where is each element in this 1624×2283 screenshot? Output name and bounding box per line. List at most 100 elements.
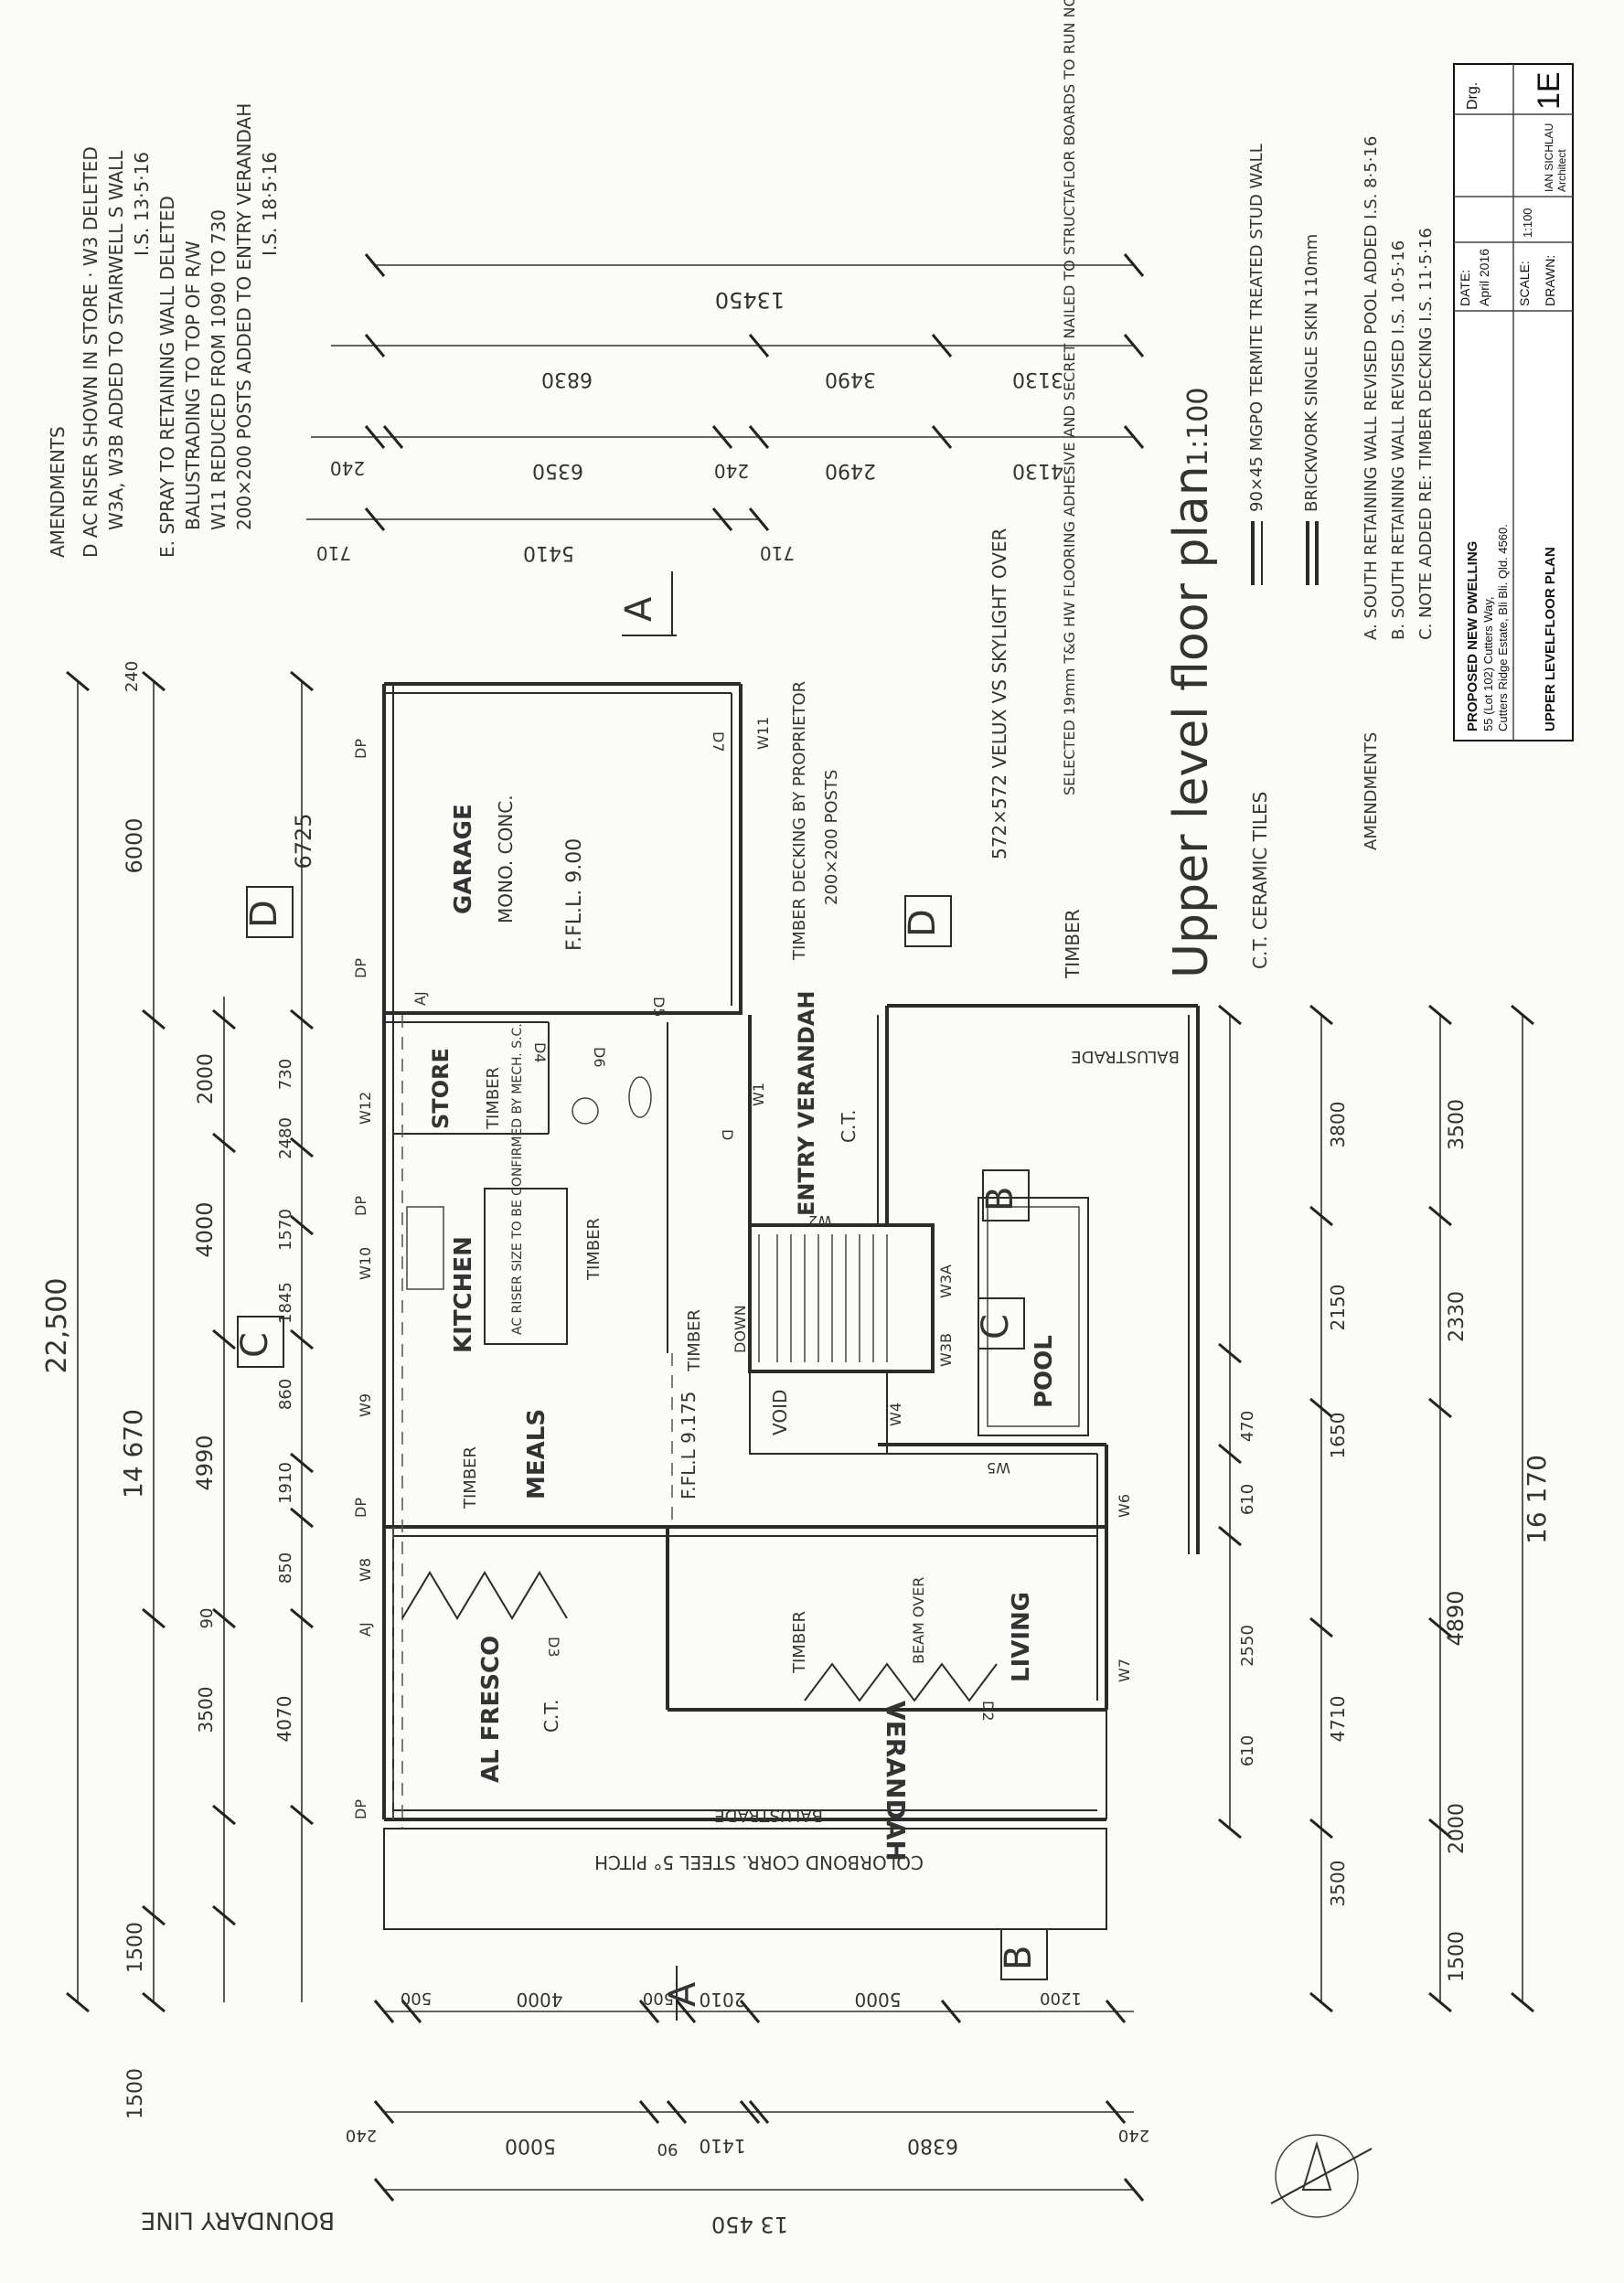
floor-label: C.T. (838, 1109, 860, 1143)
opening-label: D2 (979, 1701, 997, 1722)
dim-label: 5000 (855, 1989, 902, 2011)
amendment-line: I.S. 18·5·16 (259, 152, 281, 256)
garage-ffl-label: F.FL.L. 9.00 (563, 838, 586, 951)
dim-bottom-overall: 13 450 (711, 2212, 788, 2237)
dim-label: 240 (346, 2126, 377, 2145)
dims-bottom: 500 4000 500 2010 5000 1200 240 5000 90 … (346, 1989, 1149, 2237)
opening-label: W8 (357, 1558, 374, 1582)
dim-label: 2550 (1238, 1625, 1257, 1667)
dim-top-overall: 13450 (715, 287, 785, 313)
section-label: C (234, 1332, 276, 1358)
opening-labels: DP DP DP DP DP W12 W10 W9 W8 AJ AJ D7 D5… (352, 717, 1133, 1819)
section-label: A (662, 1981, 704, 2007)
dim-label: 14 670 (118, 1409, 148, 1499)
room-label-entry-verandah: ENTRY VERANDAH (794, 991, 819, 1216)
tb-drawn-label: DRAWN: (1543, 255, 1557, 306)
dim-label: 240 (330, 457, 365, 479)
section-label: B (998, 1946, 1040, 1970)
opening-label: W1 (750, 1083, 767, 1106)
dim-label: 5410 (523, 541, 574, 564)
amendments-top-heading: AMENDMENTS (47, 426, 69, 558)
flooring-note: SELECTED 19mm T&G HW FLOORING ADHESIVE A… (1061, 0, 1078, 795)
section-mark-a-top: A (618, 571, 677, 636)
opening-label: AJ (411, 991, 429, 1006)
tb-address2: Cutters Ridge Estate, Bli Bli. Qld. 4560… (1496, 524, 1510, 731)
opening-label: W6 (1116, 1494, 1133, 1518)
dim-label: 4000 (517, 1989, 563, 2011)
opening-label: DP (352, 1799, 369, 1819)
room-label-meals: MEALS (523, 1409, 550, 1499)
floor-label: C.T. (540, 1699, 562, 1733)
opening-label: W12 (357, 1092, 374, 1125)
dim-left-overall: 22,500 (41, 1278, 73, 1374)
tb-scale-label: SCALE: (1517, 261, 1532, 306)
amendments-bottom-heading: AMENDMENTS (1362, 732, 1381, 850)
void-label: VOID (769, 1390, 791, 1435)
amendments-bottom: AMENDMENTS A. SOUTH RETAINING WALL REVIS… (1362, 136, 1436, 850)
title-block: PROPOSED NEW DWELLING 55 (Lot 102) Cutte… (1453, 63, 1574, 741)
floor-label: TIMBER (461, 1446, 480, 1510)
dim-label: 3500 (1327, 1861, 1349, 1907)
dim-right-overall: 16 170 (1522, 1455, 1552, 1544)
skylight-note: 572×572 VELUX VS SKYLIGHT OVER (988, 528, 1010, 859)
dim-label: 1570 (276, 1209, 295, 1251)
amendment-line: B. SOUTH RETAINING WALL REVISED I.S. 10·… (1389, 240, 1408, 640)
tb-date-label: DATE: (1458, 270, 1472, 306)
dim-label: 1845 (276, 1282, 295, 1324)
dim-label: 2490 (825, 459, 876, 482)
dim-label: 1910 (276, 1462, 295, 1504)
amendment-line: W11 REDUCED FROM 1090 TO 730 (208, 209, 230, 530)
dim-label: 90 (198, 1608, 217, 1629)
opening-label: W3A (937, 1264, 955, 1298)
opening-label: D5 (650, 997, 668, 1018)
opening-label: DP (352, 739, 369, 759)
tb-drawn-value: IAN SICHLAU (1543, 123, 1555, 192)
balustrade-label: BALUSTRADE (714, 1806, 823, 1825)
dim-label: 6000 (122, 817, 147, 873)
room-label-store: STORE (428, 1048, 454, 1129)
opening-label: DP (352, 958, 369, 978)
section-label: D (243, 900, 285, 928)
dim-label: 240 (714, 460, 749, 482)
room-label-verandah: VERANDAH (881, 1701, 911, 1862)
opening-label: W4 (887, 1403, 904, 1426)
amendment-line: C. NOTE ADDED RE: TIMBER DECKING I.S. 11… (1416, 228, 1436, 640)
floor-label: TIMBER (484, 1067, 503, 1130)
dim-label: 500 (643, 1989, 674, 2008)
dim-label: 4890 (1443, 1590, 1469, 1646)
boundary-line-label: BOUNDARY LINE (141, 2206, 335, 2234)
section-label: C (975, 1314, 1017, 1339)
opening-label: W3B (937, 1333, 955, 1367)
dim-label: 4990 (192, 1435, 218, 1490)
opening-label: W10 (357, 1247, 374, 1280)
legend-stud: 90×45 MGPO TERMITE TREATED STUD WALL (1247, 144, 1266, 512)
opening-label: D4 (531, 1042, 549, 1063)
opening-label: D7 (710, 731, 727, 752)
dim-label: 6380 (907, 2134, 958, 2157)
floor-label: TIMBER (685, 1309, 704, 1372)
legend-ct: C.T. CERAMIC TILES (1249, 792, 1271, 969)
decking-note: TIMBER DECKING BY PROPRIETOR (790, 681, 809, 961)
opening-label: D3 (545, 1637, 562, 1658)
room-label-pool: POOL (1031, 1335, 1058, 1408)
opening-label: W11 (754, 717, 772, 750)
opening-label: W9 (357, 1393, 374, 1417)
dim-label: 710 (316, 542, 351, 564)
tb-drg-label: Drg. (1465, 82, 1480, 110)
plan-scale-text: 1:100 (1182, 388, 1214, 466)
room-label-alfresco: AL FRESCO (477, 1636, 505, 1783)
room-labels: GARAGE MONO. CONC. F.FL.L. 9.00 STORE TI… (428, 0, 1180, 1873)
tb-scale-value: 1:100 (1521, 208, 1534, 238)
legend: 90×45 MGPO TERMITE TREATED STUD WALL BRI… (1247, 144, 1321, 969)
room-label-living: LIVING (1008, 1592, 1035, 1682)
dim-label: 860 (276, 1379, 295, 1410)
floor-label: TIMBER (790, 1611, 809, 1674)
amendment-line: D AC RISER SHOWN IN STORE · W3 DELETED (80, 146, 102, 558)
roof-note: COLORBOND CORR. STEEL 5° PITCH (594, 1851, 924, 1873)
dim-label: 850 (276, 1552, 295, 1584)
dim-label: 240 (1118, 2126, 1149, 2145)
dims-top: 13450 6830 3490 3130 240 6350 240 2490 4… (306, 253, 1145, 564)
dim-label: 6350 (532, 459, 583, 482)
dim-label: 2330 (1446, 1291, 1469, 1342)
